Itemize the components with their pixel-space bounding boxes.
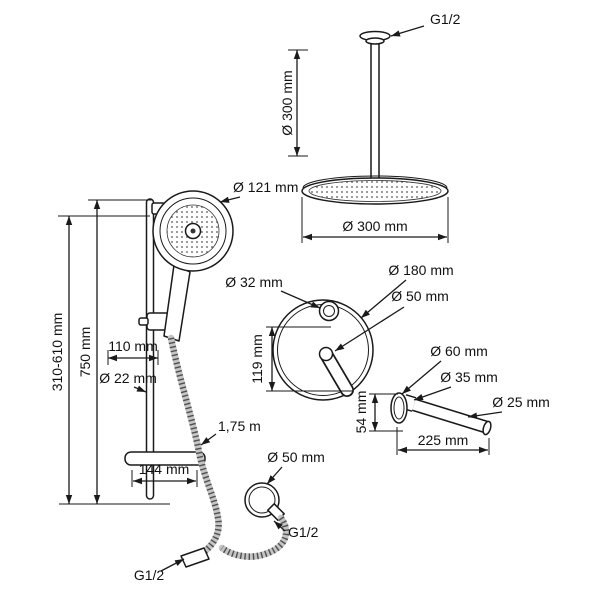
knob-diameter-text: Ø 32 mm bbox=[225, 274, 283, 290]
spout-tube bbox=[403, 397, 488, 432]
dimension-bracket-width: 144 mm bbox=[131, 461, 198, 487]
shower-hose bbox=[167, 334, 222, 560]
hose-cone-connector bbox=[180, 547, 210, 568]
leader-line bbox=[280, 290, 321, 309]
ceiling-shower bbox=[301, 30, 449, 205]
dimension-height-range: 310-610 mm bbox=[49, 215, 150, 504]
bracket-width-text: 144 mm bbox=[139, 461, 190, 477]
plate-diameter-text: Ø 180 mm bbox=[388, 262, 453, 278]
dimension-bar-length: 750 mm bbox=[59, 199, 170, 505]
leader-line bbox=[200, 433, 217, 446]
slide-bar bbox=[145, 198, 155, 500]
spout-end-cap bbox=[482, 420, 492, 436]
dimension-arm-length: Ø 300 mm bbox=[279, 49, 308, 157]
mixer-height-text: 119 mm bbox=[249, 334, 265, 384]
label-bar-diameter: Ø 22 mm bbox=[99, 370, 157, 393]
hand-shower-handle bbox=[163, 264, 191, 342]
label-hose-length: 1,75 m bbox=[200, 418, 261, 446]
leader-line bbox=[467, 411, 503, 419]
dimension-spout-drop: 54 mm bbox=[353, 391, 403, 434]
label-body-diameter: Ø 50 mm bbox=[334, 288, 449, 352]
leader-line bbox=[219, 196, 241, 203]
label-flange-diameter: Ø 60 mm bbox=[401, 343, 488, 395]
rain-head-rim-line bbox=[302, 175, 448, 189]
holder-clamp bbox=[138, 317, 149, 326]
label-plate-diameter: Ø 180 mm bbox=[360, 262, 454, 319]
dimension-spout-length: 225 mm bbox=[396, 427, 490, 455]
hand-shower-ring bbox=[159, 197, 227, 265]
ceiling-connection-text: G1/2 bbox=[430, 11, 461, 27]
outlet-diameter-text: Ø 50 mm bbox=[267, 449, 325, 465]
mixer-diverter-knob bbox=[318, 300, 340, 322]
label-knob-diameter: Ø 32 mm bbox=[225, 274, 321, 309]
leader-line bbox=[334, 306, 405, 352]
leader-line bbox=[390, 25, 425, 37]
ceiling-flange-collar bbox=[365, 37, 385, 45]
wall-spout bbox=[390, 392, 492, 436]
outlet-hose-ribs bbox=[220, 516, 290, 560]
label-ceiling-connection: G1/2 bbox=[390, 11, 461, 37]
arm-length-text: Ø 300 mm bbox=[279, 70, 295, 135]
mixer-lever bbox=[321, 350, 353, 396]
spout-tube-diameter-text: Ø 25 mm bbox=[492, 394, 550, 410]
spout-drop-text: 54 mm bbox=[353, 391, 369, 434]
bar-diameter-text: Ø 22 mm bbox=[99, 370, 157, 386]
label-outlet-connection: G1/2 bbox=[273, 520, 319, 540]
body-diameter-text: Ø 50 mm bbox=[391, 288, 449, 304]
hose-connection-text: G1/2 bbox=[134, 567, 165, 583]
wall-offset-text: 110 mm bbox=[108, 338, 158, 354]
leader-line bbox=[360, 279, 407, 319]
label-spout-base-diameter: Ø 35 mm bbox=[413, 369, 498, 401]
ceiling-arm-pipe bbox=[370, 40, 380, 184]
head-diameter-text: Ø 300 mm bbox=[342, 218, 407, 234]
flange-diameter-text: Ø 60 mm bbox=[430, 343, 488, 359]
spout-length-text: 225 mm bbox=[418, 432, 469, 448]
hand-shower-center-dot bbox=[190, 228, 196, 234]
height-range-text: 310-610 mm bbox=[49, 313, 65, 392]
outlet-escutcheon-inner bbox=[248, 486, 276, 514]
spout-flange-inner bbox=[393, 396, 405, 420]
hand-shower-diameter-text: Ø 121 mm bbox=[233, 179, 298, 195]
outlet-connection-text: G1/2 bbox=[288, 524, 319, 540]
leader-line bbox=[273, 520, 286, 532]
leader-line bbox=[413, 386, 452, 401]
leader-line bbox=[401, 360, 442, 395]
mixer-diverter-knob-inner bbox=[323, 305, 335, 317]
label-spout-tube-diameter: Ø 25 mm bbox=[467, 394, 550, 419]
mixer-hub bbox=[318, 346, 334, 362]
dimension-wall-offset: 110 mm bbox=[107, 338, 159, 365]
spout-base-diameter-text: Ø 35 mm bbox=[440, 369, 498, 385]
bar-length-text: 750 mm bbox=[77, 327, 93, 378]
label-outlet-diameter: Ø 50 mm bbox=[266, 449, 325, 485]
wall-outlet bbox=[218, 482, 290, 560]
mixer-valve bbox=[272, 299, 374, 401]
dimension-head-diameter: Ø 300 mm bbox=[301, 197, 449, 243]
leader-line bbox=[266, 466, 283, 485]
hose-length-text: 1,75 m bbox=[218, 418, 261, 434]
label-hose-connection: G1/2 bbox=[134, 558, 185, 583]
dimension-mixer-height: 119 mm bbox=[249, 326, 353, 392]
dimensions-and-labels: G1/2 Ø 300 mm Ø 300 mm Ø 121 mm 750 mm bbox=[49, 11, 550, 583]
slide-bar-hand-shower bbox=[124, 190, 234, 568]
leader-line bbox=[133, 385, 147, 393]
rain-head-face bbox=[308, 180, 442, 202]
leader-line bbox=[160, 558, 185, 572]
soap-dish bbox=[124, 451, 206, 466]
label-hand-shower-diameter: Ø 121 mm bbox=[219, 179, 298, 203]
